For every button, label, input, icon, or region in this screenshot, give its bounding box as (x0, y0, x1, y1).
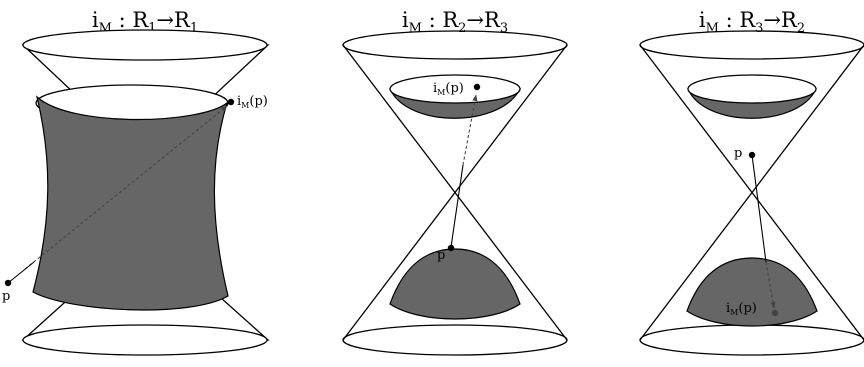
panel-2-title: iM : R2→R3 (402, 8, 508, 36)
upper-sheet (687, 74, 817, 119)
solid-segment (7, 261, 35, 284)
lower-sheet (389, 248, 521, 320)
point-p-label: p (437, 248, 445, 263)
dashed-mapping-arrow (462, 94, 478, 166)
point-image (227, 98, 235, 106)
point-image (771, 309, 779, 317)
double-cone (639, 30, 864, 356)
point-p-label: p (734, 146, 742, 161)
panel-r2-to-r3: iM : R2→R3 p iM(p) (342, 8, 568, 356)
dashed-mapping-arrow (24, 105, 228, 270)
double-cone (342, 30, 568, 356)
panel-3-title: iM : R3→R2 (699, 8, 805, 36)
point-image (473, 83, 481, 91)
point-p-label: p (2, 289, 10, 304)
upper-sheet (389, 74, 521, 119)
dashed-mapping-arrow (765, 261, 776, 309)
one-sheet-hyperboloid-region (32, 95, 229, 311)
solid-mapping-arrow (751, 154, 767, 263)
panel-1-title: iM : R1→R1 (92, 8, 198, 36)
point-p (4, 279, 12, 287)
image-label: iM(p) (726, 301, 757, 317)
point-p (447, 244, 455, 252)
image-label: iM(p) (237, 94, 268, 110)
image-label: iM(p) (433, 81, 464, 97)
panel-r3-to-r2: iM : R3→R2 p iM(p) (639, 8, 864, 356)
lower-sheet (686, 257, 818, 327)
point-p (748, 151, 756, 159)
solid-mapping-arrow (450, 164, 464, 248)
panel-r1-to-r1: iM : R1→R1 p iM(p) (2, 8, 270, 356)
